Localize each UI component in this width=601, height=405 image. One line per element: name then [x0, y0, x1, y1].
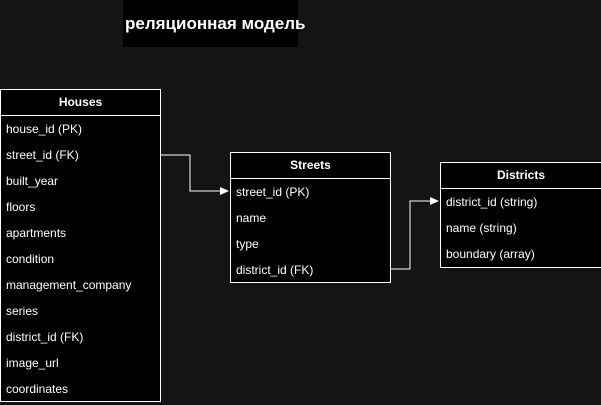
field-districts-district-id: district_id (string)	[446, 195, 538, 209]
entity-streets[interactable]: Streets street_id (PK) name type distric…	[230, 152, 391, 283]
field-houses-house-id: house_id (PK)	[6, 122, 83, 136]
field-houses-built-year: built_year	[6, 174, 59, 188]
field-streets-name: name	[236, 211, 267, 225]
diagram-title-box: реляционная модель	[123, 0, 305, 47]
field-streets-street-id: street_id (PK)	[236, 185, 310, 199]
entity-streets-header: Streets	[231, 153, 390, 179]
entity-houses-header: Houses	[1, 90, 160, 116]
field-districts-name: name (string)	[446, 221, 517, 235]
houses-streets-connector	[161, 154, 229, 195]
entity-houses[interactable]: Houses house_id (PK) street_id (FK) buil…	[0, 89, 161, 402]
field-houses-floors: floors	[6, 200, 36, 214]
entity-districts-header: Districts	[441, 163, 601, 189]
field-houses-series: series	[6, 304, 39, 318]
field-houses-apartments: apartments	[6, 226, 67, 240]
field-districts-boundary: boundary (array)	[446, 247, 535, 261]
field-streets-district-id: district_id (FK)	[236, 263, 314, 277]
field-houses-district-id: district_id (FK)	[6, 330, 84, 344]
entity-districts[interactable]: Districts district_id (string) name (str…	[440, 162, 601, 268]
field-houses-condition: condition	[6, 252, 55, 266]
streets-districts-connector	[391, 197, 439, 270]
field-streets-type: type	[236, 237, 259, 251]
field-houses-coordinates: coordinates	[6, 382, 69, 396]
field-houses-image-url: image_url	[6, 356, 59, 370]
field-houses-management-company: management_company	[6, 278, 132, 292]
diagram-title: реляционная модель	[125, 13, 306, 33]
field-houses-street-id: street_id (FK)	[6, 148, 79, 162]
